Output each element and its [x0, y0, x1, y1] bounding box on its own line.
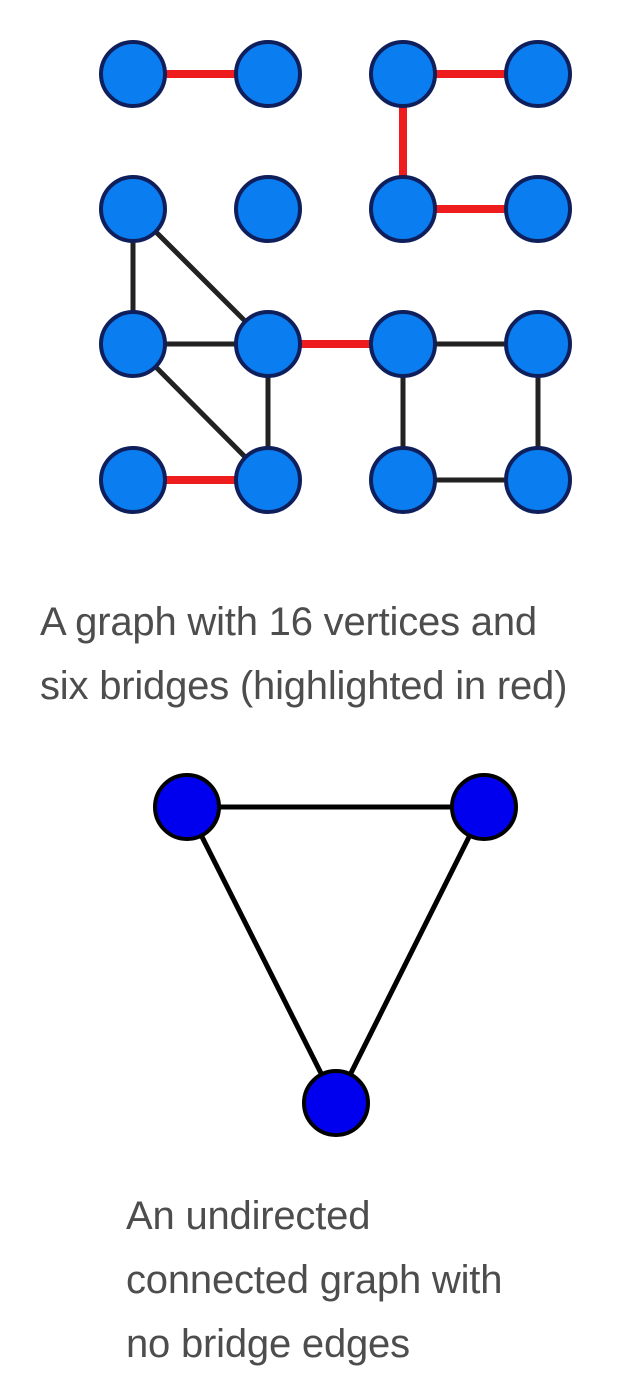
bridges-graph [99, 40, 572, 514]
graph-vertex [234, 446, 302, 514]
caption-line: An undirected [126, 1194, 371, 1238]
graph-vertex [99, 446, 167, 514]
caption-line: six bridges (highlighted in red) [40, 664, 568, 708]
graph-vertex [153, 773, 221, 841]
triangle-graph [153, 773, 518, 1137]
graph-vertex [504, 310, 572, 378]
graph-vertex [99, 175, 167, 243]
triangle-graph-figure [0, 760, 642, 1160]
graph-vertex [234, 310, 302, 378]
graph-vertex [369, 175, 437, 243]
graph-vertex [369, 40, 437, 108]
caption-line: no bridge edges [126, 1322, 410, 1366]
graph-vertex [504, 446, 572, 514]
bridges-graph-figure [0, 0, 642, 560]
graph-vertex [369, 446, 437, 514]
caption-line: A graph with 16 vertices and [40, 600, 537, 644]
graph-vertex [504, 175, 572, 243]
triangle-graph-caption: An undirected connected graph with no br… [126, 1184, 626, 1376]
caption-line: connected graph with [126, 1258, 503, 1302]
graph-vertex [234, 40, 302, 108]
graph-vertex [234, 175, 302, 243]
graph-vertex [302, 1069, 370, 1137]
graph-vertex [99, 40, 167, 108]
graph-edge [333, 805, 487, 1105]
graph-vertex [369, 310, 437, 378]
graph-vertex [504, 40, 572, 108]
graph-vertex [99, 310, 167, 378]
graph-edge [184, 805, 339, 1105]
graph-vertex [450, 773, 518, 841]
bridges-graph-caption: A graph with 16 vertices and six bridges… [40, 590, 640, 718]
